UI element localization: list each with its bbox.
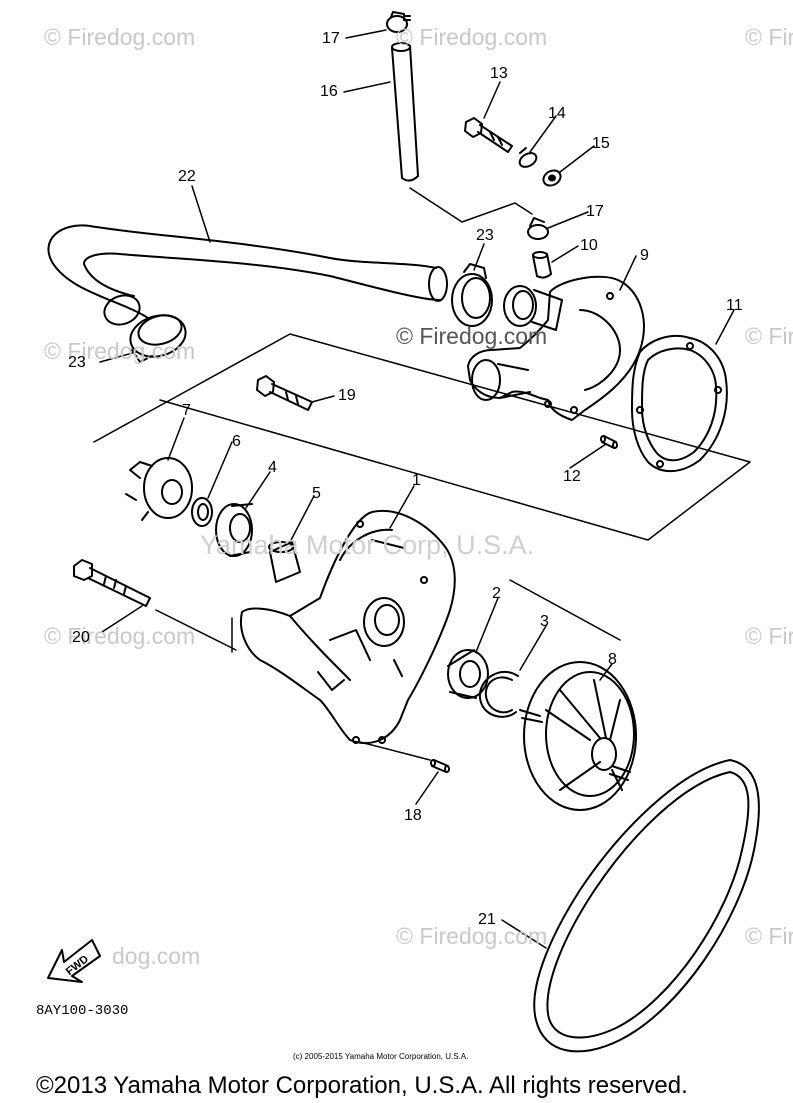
label-part-16: 16 xyxy=(320,83,338,100)
part-5-bush xyxy=(268,541,301,583)
label-part-19: 19 xyxy=(338,387,356,404)
label-part-2: 2 xyxy=(492,585,501,602)
label-part-4: 4 xyxy=(268,459,277,476)
part-3-circlip xyxy=(478,670,519,718)
label-part-11: 11 xyxy=(726,297,743,314)
watermark-firedog: © Firedog.com xyxy=(44,338,196,364)
part-10-pipe xyxy=(532,251,552,279)
part-20-bolt xyxy=(73,559,151,607)
label-part-6: 6 xyxy=(232,433,241,450)
part-17-clamp-small xyxy=(527,217,549,240)
watermark-firedog: © Fire xyxy=(745,923,793,949)
label-part-17: 17 xyxy=(322,30,340,47)
part-9-water-pump-housing xyxy=(467,275,645,421)
watermark-firedog: © Firedog.com xyxy=(44,623,196,649)
part-21-v-belt xyxy=(533,759,760,1053)
watermark-firedog: © Firedog.com xyxy=(396,323,548,349)
part-23-hose-clamp-upper xyxy=(451,263,493,327)
watermark-firedog: © Firedog.com xyxy=(44,24,196,50)
guide-line-20 xyxy=(155,609,237,651)
label-part-3: 3 xyxy=(540,613,549,630)
footer-copyright: ©2013 Yamaha Motor Corporation, U.S.A. A… xyxy=(36,1072,688,1099)
watermark-firedog: © Fire xyxy=(745,24,793,50)
label-part-23b: 23 xyxy=(68,354,86,371)
label-part-18: 18 xyxy=(404,807,422,824)
watermark-firedog: dog.com xyxy=(112,943,201,969)
label-part-12: 12 xyxy=(563,468,581,485)
part-18-dowel-pin xyxy=(430,759,450,773)
part-8-pulley xyxy=(519,661,637,811)
label-part-23: 23 xyxy=(476,227,494,244)
guide-line-16-17 xyxy=(409,187,533,223)
watermark-firedog: © Firedog.com xyxy=(396,923,548,949)
label-part-22: 22 xyxy=(178,168,196,185)
label-part-17b: 17 xyxy=(586,203,604,220)
part-11-gasket xyxy=(631,334,728,473)
watermark-yamaha: Yamaha Motor Corp, U.S.A. xyxy=(200,530,535,560)
part-2-bearing xyxy=(447,649,489,699)
guide-line-1-18 xyxy=(359,741,431,761)
label-part-21: 21 xyxy=(478,911,496,928)
watermark-firedog: © Firedog.com xyxy=(396,24,548,50)
label-part-15: 15 xyxy=(592,135,610,152)
diagram-code: 8AY100-3030 xyxy=(36,1003,129,1019)
part-4-mechanical-seal xyxy=(215,503,253,557)
watermark-firedog: © Fire xyxy=(745,323,793,349)
label-part-10: 10 xyxy=(580,237,598,254)
label-part-20: 20 xyxy=(72,629,90,646)
part-6-oil-seal xyxy=(191,497,213,527)
part-14-lock-washer xyxy=(518,147,538,168)
part-22-radiator-hose xyxy=(47,224,448,326)
part-16-breather-pipe xyxy=(391,42,419,182)
part-7-impeller xyxy=(125,457,193,521)
label-part-8: 8 xyxy=(608,651,617,668)
label-part-9: 9 xyxy=(640,247,649,264)
label-part-1: 1 xyxy=(412,472,421,489)
fwd-arrow-icon xyxy=(47,939,101,983)
label-part-13: 13 xyxy=(490,65,508,82)
assembly-frame xyxy=(93,333,751,541)
label-part-5: 5 xyxy=(312,485,321,502)
part-15-washer xyxy=(542,169,562,187)
label-part-7: 7 xyxy=(182,402,191,419)
leader-lines xyxy=(99,29,735,949)
part-17-clamp-top xyxy=(386,11,411,33)
part-23-hose-clamp-lower xyxy=(129,314,187,363)
part-12-dowel-pin xyxy=(600,435,618,449)
small-copyright: (c) 2005-2015 Yamaha Motor Corporation, … xyxy=(293,1052,469,1061)
part-13-bolt xyxy=(464,117,513,153)
watermark-firedog: © Fire xyxy=(745,623,793,649)
part-1-pump-body xyxy=(240,509,456,745)
label-part-14: 14 xyxy=(548,105,566,122)
part-19-bolt xyxy=(256,375,313,411)
lower-frame xyxy=(231,579,621,653)
